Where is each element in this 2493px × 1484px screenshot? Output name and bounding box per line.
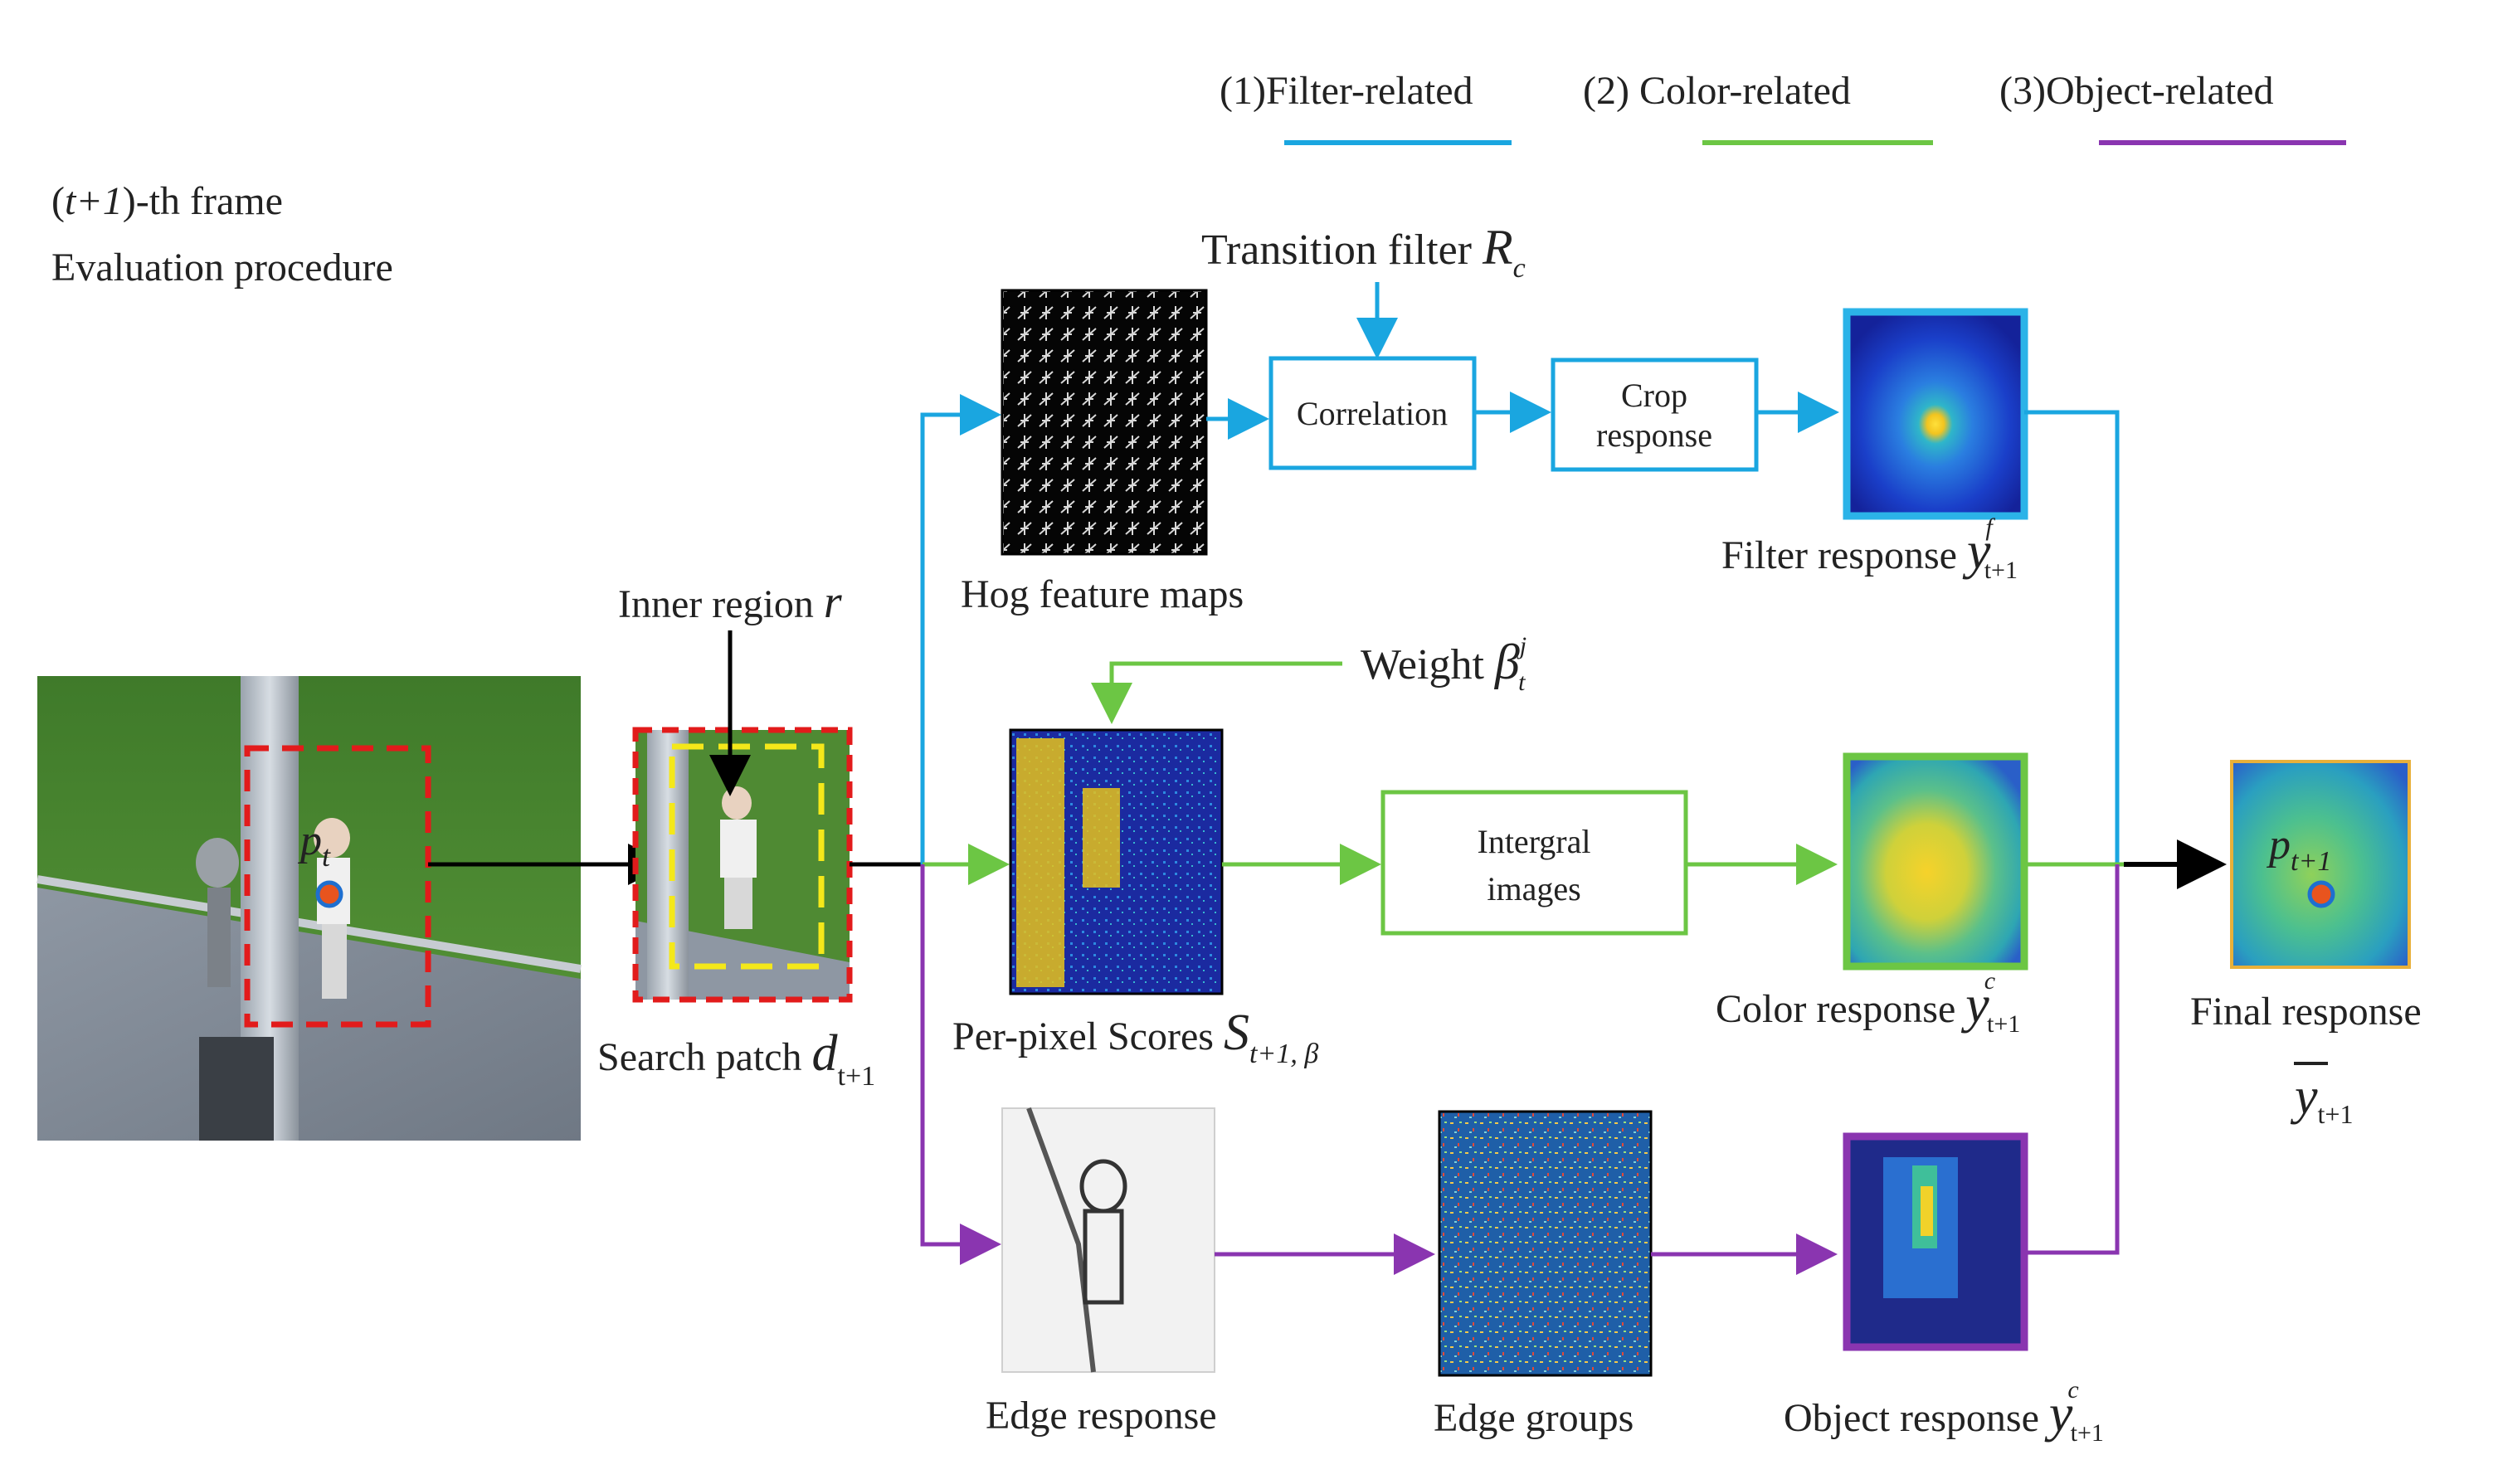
procedure-title: Evaluation procedure (51, 246, 393, 290)
legend-object-label: (3)Object-related (1999, 69, 2273, 113)
crop-label-line1: Crop (1621, 377, 1687, 414)
filter-fusion-line (2024, 410, 2120, 864)
final-response-label: Final response (2190, 990, 2422, 1034)
frame-marker-label: pt (297, 817, 331, 873)
edge-pole-stroke (1026, 1107, 1096, 1373)
edge-response-image (1001, 1107, 1215, 1373)
inner-region-box (669, 743, 825, 970)
edge-response-label: Edge response (986, 1394, 1217, 1438)
final-response-image (2230, 760, 2411, 969)
hog-feature-label: Hog feature maps (961, 572, 1244, 616)
legend-filter-label: (1)Filter-related (1220, 69, 1473, 113)
object-response-peak (1921, 1186, 1933, 1236)
scores-target-highlight (1083, 788, 1120, 888)
legend-color-label: (2) Color-related (1583, 69, 1851, 113)
object-fusion-line (2024, 864, 2120, 1255)
integral-images-box (1380, 790, 1688, 936)
input-frame-image (37, 676, 582, 1141)
final-position-marker (2307, 880, 2335, 908)
transition-filter-label: Transition filter Rc (1201, 220, 1526, 284)
edge-person-body (1083, 1209, 1124, 1305)
correlation-label: Correlation (1297, 395, 1448, 432)
arrow-weight (1091, 661, 1342, 724)
filter-response-image (1843, 308, 2028, 520)
header: (t+1)-th frame Evaluation procedure (51, 179, 393, 290)
arrow-to-hog (920, 394, 1001, 864)
correlation-box (1268, 356, 1477, 470)
legend: (1)Filter-related (2) Color-related (3)O… (1220, 69, 2346, 145)
per-pixel-scores-label: Per-pixel Scores St+1, β (952, 1005, 1318, 1069)
integral-label-line1: Intergral (1478, 823, 1591, 860)
inner-region-label: Inner region r (618, 577, 842, 628)
search-patch-image (635, 730, 850, 1000)
integral-label-line2: images (1487, 870, 1580, 907)
scores-pole-highlight (1016, 738, 1064, 987)
target-bounding-box (244, 745, 431, 1028)
edge-groups-label: Edge groups (1434, 1396, 1634, 1440)
crop-label-line2: response (1596, 416, 1712, 454)
hog-feature-map-image (1001, 289, 1208, 556)
final-symbol: yt+1 (2290, 1068, 2353, 1129)
frame-position-marker (315, 880, 343, 908)
color-response-image (1843, 752, 2028, 971)
final-marker-label: pt+1 (2266, 821, 2331, 877)
frame-title: (t+1)-th frame (51, 179, 283, 223)
edge-groups-image (1438, 1110, 1653, 1377)
search-patch-label: Search patch dt+1 (597, 1025, 875, 1092)
arrow-to-edge-response (920, 864, 1001, 1265)
crop-response-box (1551, 358, 1759, 472)
